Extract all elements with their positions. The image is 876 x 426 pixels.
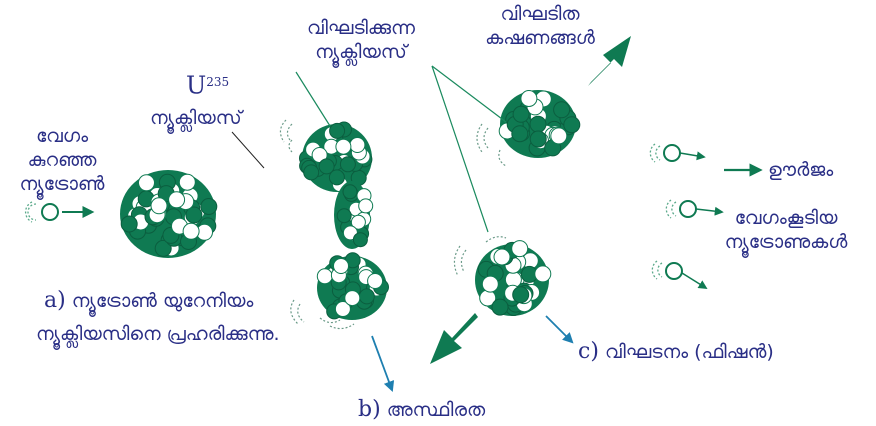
proton-particle — [492, 299, 508, 315]
neutron-particle — [345, 291, 360, 306]
proton-particle — [359, 289, 374, 304]
emitted-neutron — [650, 144, 704, 162]
uranium-mass-number: 235 — [206, 75, 229, 89]
leader-line-fragment-upper — [432, 66, 506, 122]
proton-particle — [564, 117, 580, 133]
neutron-particle — [183, 223, 199, 239]
step-c-text: വിഘടനം (ഫിഷൻ) — [605, 341, 774, 363]
step-a-caption-line2: ന്യൂക്ലിയസിനെ പ്രഹരിക്കുന്നു. — [36, 322, 280, 346]
slow-neutron-label-line3: ന്യൂട്രോൺ — [2, 172, 122, 196]
proton-particle — [343, 185, 357, 199]
proton-particle — [554, 102, 570, 118]
leader-line-fragment-lower — [432, 66, 488, 232]
proton-particle — [340, 157, 355, 172]
neutron-particle — [169, 192, 185, 208]
proton-particle — [201, 199, 217, 215]
proton-particle — [353, 233, 367, 247]
neutron-particle — [179, 174, 195, 190]
neutron-particle — [151, 198, 167, 214]
neutron-particle — [334, 259, 349, 274]
proton-particle — [337, 209, 351, 223]
proton-particle — [121, 216, 137, 232]
fast-neutrons-label-line1: വേഗംകൂടിയ — [716, 206, 856, 230]
uranium-235-label: U235 — [186, 70, 229, 99]
proton-particle — [512, 126, 528, 142]
emitted-neutron — [652, 261, 706, 288]
proton-particle — [513, 287, 529, 303]
proton-particle — [304, 165, 319, 180]
neutron-particle — [512, 241, 528, 257]
proton-particle — [530, 116, 546, 132]
uranium-nucleus-label: ന്യൂക്ലിയസ് — [150, 106, 242, 130]
neutron-particle — [317, 269, 332, 284]
step-a-text: ന്യൂട്രോൺ യുറേനിയം — [72, 290, 254, 312]
neutron-particle — [494, 249, 510, 265]
proton-particle — [329, 170, 344, 185]
fission-fragments-label: വിഘടിത കഷണങ്ങൾ — [480, 2, 600, 50]
slow-neutron-label: വേഗം കുറഞ്ഞ ന്യൂട്രോൺ — [2, 124, 122, 196]
incoming-neutron — [26, 202, 58, 222]
leader-line-u235 — [232, 132, 264, 168]
step-c-letter: c) — [578, 339, 599, 364]
pointer-arrow-instability — [372, 336, 392, 390]
energy-label: ഊർജം — [768, 158, 833, 182]
step-b-text: അസ്ഥിരത — [387, 399, 485, 421]
step-a-letter: a) — [44, 288, 66, 313]
pointer-arrow-fission — [546, 316, 572, 342]
step-a-caption: a) ന്യൂട്രോൺ യുറേനിയം — [44, 289, 253, 313]
uranium-nucleus — [120, 170, 217, 258]
fragment-motion-arrow-down — [430, 313, 478, 364]
fission-fragments-label-line1: വിഘടിത — [480, 2, 600, 26]
step-b-caption: b) അസ്ഥിരത — [358, 398, 485, 422]
proton-particle — [513, 106, 529, 122]
unstable-nucleus-top-lobe — [300, 122, 373, 192]
fission-fragment-upper — [499, 90, 580, 158]
neutron-particle — [368, 274, 383, 289]
neutron-particle — [350, 138, 365, 153]
step-c-caption: c) വിഘടനം (ഫിഷൻ) — [578, 340, 774, 364]
splitting-nucleus-label: വിഘടിക്കുന്ന ന്യൂക്ലിയസ് — [276, 16, 446, 64]
neutron-particle — [359, 199, 373, 213]
proton-particle — [530, 131, 546, 147]
slow-neutron-label-line1: വേഗം — [2, 124, 122, 148]
neutron-particle — [482, 276, 498, 292]
step-b-letter: b) — [358, 397, 381, 422]
leader-line-splitting — [296, 72, 330, 126]
fission-fragment-lower — [475, 241, 551, 316]
neutron-particle — [551, 128, 567, 144]
unstable-nucleus-bottom-lobe — [317, 253, 389, 320]
neutron-particle — [336, 139, 351, 154]
slow-neutron-label-line2: കുറഞ്ഞ — [2, 148, 122, 172]
unstable-nucleus-neck — [334, 181, 373, 249]
fast-neutrons-label-line2: ന്യൂട്രോണുകൾ — [716, 230, 856, 254]
uranium-symbol: U — [186, 71, 206, 99]
splitting-nucleus-label-line2: ന്യൂക്ലിയസ് — [276, 40, 446, 64]
neutron-particle — [535, 266, 551, 282]
neutron-particle — [521, 91, 537, 107]
proton-particle — [330, 123, 345, 138]
splitting-nucleus-label-line1: വിഘടിക്കുന്ന — [276, 16, 446, 40]
emitted-neutron — [666, 200, 722, 218]
fission-fragments-label-line2: കഷണങ്ങൾ — [480, 26, 600, 50]
fast-neutrons-label: വേഗംകൂടിയ ന്യൂട്രോണുകൾ — [716, 206, 856, 254]
neutron-particle — [139, 175, 155, 191]
